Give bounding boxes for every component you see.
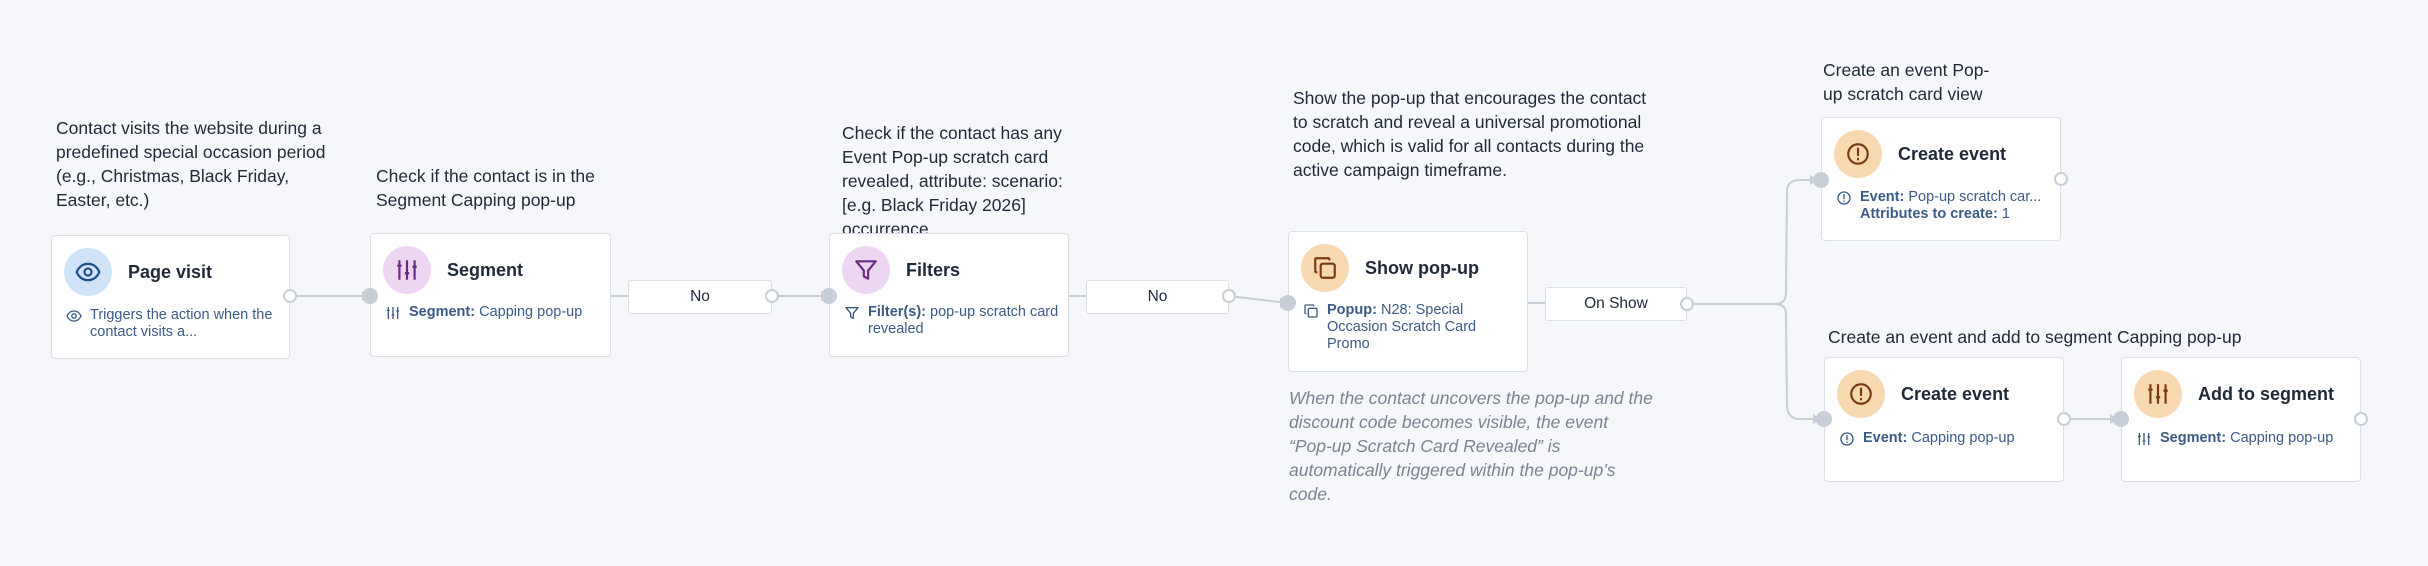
output-port[interactable]: [2054, 172, 2068, 186]
output-port[interactable]: [2354, 412, 2368, 426]
detail-label: Segment:: [2160, 430, 2227, 446]
sliders-icon: [2134, 370, 2182, 418]
copy-icon: [1303, 303, 1319, 319]
eye-icon: [66, 308, 82, 324]
detail-value: pop-up scratch card revealed: [868, 304, 1059, 337]
output-port[interactable]: [765, 289, 779, 303]
edge-label-no[interactable]: No: [628, 280, 772, 314]
node-segment[interactable]: Segment Segment: Capping pop-up: [370, 233, 611, 357]
output-port[interactable]: [283, 289, 297, 303]
node-show-popup[interactable]: Show pop-up Popup: N28: Special Occasion…: [1288, 231, 1528, 372]
node-page-visit[interactable]: Page visit Triggers the action when the …: [51, 235, 290, 359]
detail-label: Attributes to create:: [1860, 206, 1998, 222]
edge-on-show-to-create-event-bottom: [1774, 303, 1821, 420]
input-port[interactable]: [1280, 295, 1296, 311]
copy-icon: [1301, 244, 1349, 292]
note-show-popup: Show the pop-up that encourages the cont…: [1293, 88, 1647, 180]
node-title: Add to segment: [2198, 383, 2335, 404]
input-port[interactable]: [2113, 411, 2129, 427]
detail-label: Segment:: [409, 304, 476, 320]
output-port[interactable]: [1680, 297, 1694, 311]
note-page-visit: Contact visits the website during a pred…: [56, 118, 326, 210]
detail-label: Event:: [1863, 430, 1908, 446]
alert-circle-icon: [1837, 370, 1885, 418]
detail-value: Capping pop-up: [1911, 430, 2015, 446]
output-port[interactable]: [2057, 412, 2071, 426]
detail-value: N28: Special Occasion Scratch Card Promo: [1327, 302, 1477, 352]
edge-label-no[interactable]: No: [1086, 280, 1229, 314]
edge-no-2-to-show-popup: [1228, 295, 1289, 304]
detail-value: Pop-up scratch car...: [1908, 189, 2042, 205]
alert-circle-icon: [1836, 190, 1852, 206]
node-title: Create event: [1901, 383, 2010, 404]
alert-circle-icon: [1839, 431, 1855, 447]
node-filters[interactable]: Filters Filter(s): pop-up scratch card r…: [829, 233, 1069, 357]
node-title: Page visit: [128, 261, 213, 282]
note-scratch-reveal: When the contact uncovers the pop-up and…: [1289, 388, 1653, 504]
detail-value: Capping pop-up: [2230, 430, 2334, 446]
note-create-event-bottom: Create an event and add to segment Cappi…: [1828, 327, 2242, 347]
node-title: Segment: [447, 259, 524, 280]
input-port[interactable]: [1816, 411, 1832, 427]
sliders-icon: [383, 246, 431, 294]
edge-label-on-show[interactable]: On Show: [1545, 287, 1687, 321]
edge-on-show-to-create-event-top: [1687, 179, 1818, 305]
note-filters: Check if the contact has any Event Pop-u…: [842, 123, 1063, 239]
funnel-icon: [842, 246, 890, 294]
note-create-event-top: Create an event Pop-up scratch card view: [1823, 60, 1990, 104]
detail-value: 1: [2001, 206, 2010, 222]
sliders-icon: [385, 305, 401, 321]
detail-label: Popup:: [1327, 302, 1377, 318]
alert-circle-icon: [1834, 130, 1882, 178]
input-port[interactable]: [362, 288, 378, 304]
node-title: Show pop-up: [1365, 257, 1479, 278]
input-port[interactable]: [821, 288, 837, 304]
node-detail: Triggers the action when the contact vis…: [90, 307, 273, 340]
node-add-to-segment[interactable]: Add to segment Segment: Capping pop-up: [2121, 357, 2361, 482]
funnel-icon: [844, 305, 860, 321]
detail-label: Filter(s):: [868, 304, 926, 320]
node-title: Filters: [906, 259, 961, 280]
detail-value: Capping pop-up: [479, 304, 583, 320]
sliders-icon: [2136, 431, 2152, 447]
detail-label: Event:: [1860, 189, 1905, 205]
note-segment: Check if the contact is in the Segment C…: [376, 166, 595, 210]
node-create-event-bottom[interactable]: Create event Event: Capping pop-up: [1824, 357, 2064, 482]
node-create-event-top[interactable]: Create event Event: Pop-up scratch car..…: [1821, 117, 2061, 241]
node-title: Create event: [1898, 143, 2007, 164]
input-port[interactable]: [1813, 172, 1829, 188]
output-port[interactable]: [1222, 289, 1236, 303]
eye-icon: [64, 248, 112, 296]
